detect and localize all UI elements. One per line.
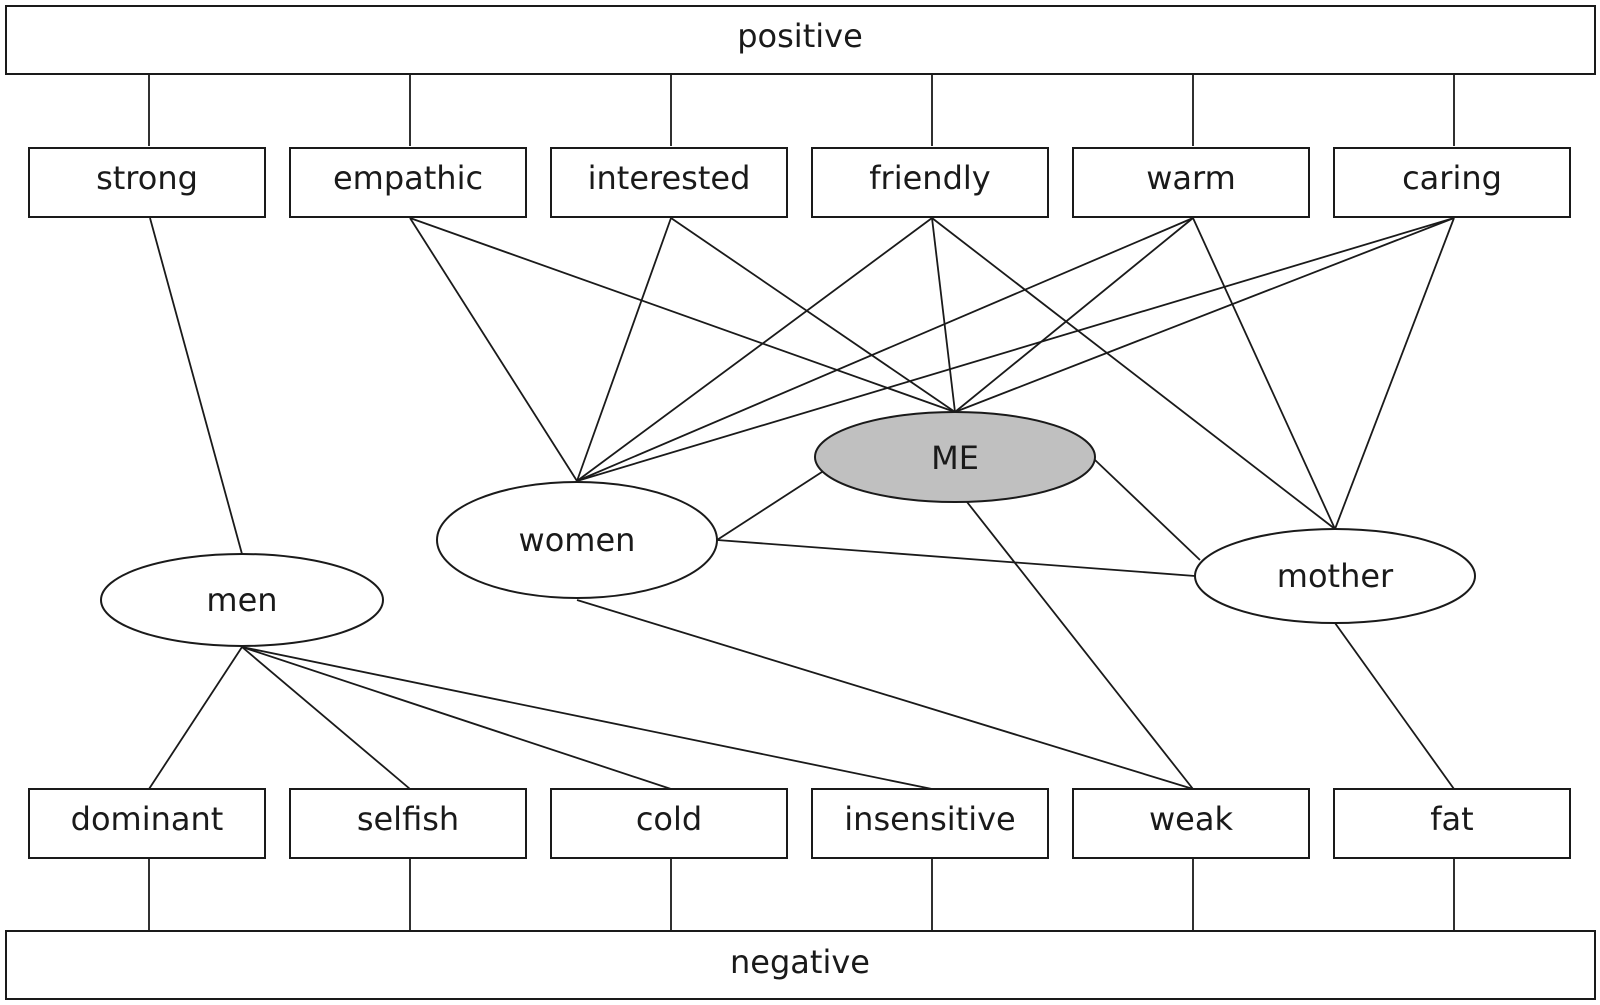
- trait-box-insensitive: insensitive: [811, 788, 1049, 859]
- bar-connectors: [148, 74, 1455, 931]
- node-label-women: women: [519, 521, 636, 559]
- edge-me-weak: [966, 501, 1194, 790]
- trait-box-cold: cold: [550, 788, 788, 859]
- trait-box-caring: caring: [1333, 147, 1571, 218]
- negative-traits: dominant selfish cold insensitive weak f…: [28, 788, 1571, 859]
- edge-warm-me: [954, 217, 1194, 413]
- negative-bar-label: negative: [730, 943, 870, 981]
- edge-caring-mother: [1334, 217, 1455, 530]
- node-mother: mother: [1194, 528, 1476, 624]
- positive-traits: strong empathic interested friendly warm…: [28, 147, 1571, 218]
- node-label-mother: mother: [1277, 557, 1394, 595]
- node-label-men: men: [206, 581, 277, 619]
- node-women: women: [436, 481, 718, 599]
- trait-label: friendly: [869, 159, 990, 197]
- trait-box-dominant: dominant: [28, 788, 266, 859]
- trait-label: fat: [1430, 800, 1473, 838]
- edge-caring-women: [576, 217, 1455, 482]
- positive-bar-label: positive: [737, 17, 863, 55]
- node-me: ME: [814, 411, 1096, 503]
- trait-box-interested: interested: [550, 147, 788, 218]
- association-edges: [148, 217, 1455, 790]
- trait-label: weak: [1149, 800, 1233, 838]
- me-ellipse: [814, 411, 1096, 503]
- trait-box-fat: fat: [1333, 788, 1571, 859]
- trait-box-empathic: empathic: [289, 147, 527, 218]
- trait-label: interested: [588, 159, 751, 197]
- trait-label: cold: [636, 800, 702, 838]
- edge-friendly-me: [931, 217, 956, 413]
- edge-friendly-mother: [931, 217, 1336, 530]
- trait-box-selfish: selfish: [289, 788, 527, 859]
- edge-caring-me: [954, 217, 1455, 413]
- concept-nodes: ME women men mother: [100, 411, 1476, 647]
- trait-box-warm: warm: [1072, 147, 1310, 218]
- edge-interested-me: [670, 217, 956, 413]
- edge-men-insensitive: [241, 646, 933, 790]
- edge-me-mother: [1094, 459, 1201, 561]
- node-label-me: ME: [931, 439, 979, 477]
- node-men: men: [100, 553, 384, 647]
- edge-men-cold: [241, 646, 672, 790]
- positive-bar: positive: [5, 5, 1596, 75]
- edge-strong-men: [149, 217, 243, 555]
- edge-friendly-women: [576, 217, 933, 482]
- edge-women-mother: [716, 539, 1196, 577]
- trait-label: insensitive: [844, 800, 1015, 838]
- trait-label: selfish: [357, 800, 459, 838]
- edge-women-me: [716, 469, 826, 541]
- trait-box-weak: weak: [1072, 788, 1310, 859]
- edge-warm-mother: [1192, 217, 1336, 530]
- edge-men-dominant: [148, 646, 243, 790]
- trait-label: empathic: [333, 159, 483, 197]
- edge-men-selfish: [241, 646, 411, 790]
- trait-label: warm: [1146, 159, 1236, 197]
- trait-label: strong: [96, 159, 198, 197]
- edge-empathic-women: [409, 217, 578, 482]
- edge-women-weak: [576, 599, 1194, 790]
- trait-label: dominant: [71, 800, 224, 838]
- edge-empathic-me: [409, 217, 956, 413]
- trait-label: caring: [1402, 159, 1502, 197]
- trait-box-friendly: friendly: [811, 147, 1049, 218]
- edge-warm-women: [576, 217, 1194, 482]
- trait-box-strong: strong: [28, 147, 266, 218]
- negative-bar: negative: [5, 930, 1596, 1000]
- edge-interested-women: [576, 217, 672, 482]
- edge-mother-fat: [1334, 622, 1455, 790]
